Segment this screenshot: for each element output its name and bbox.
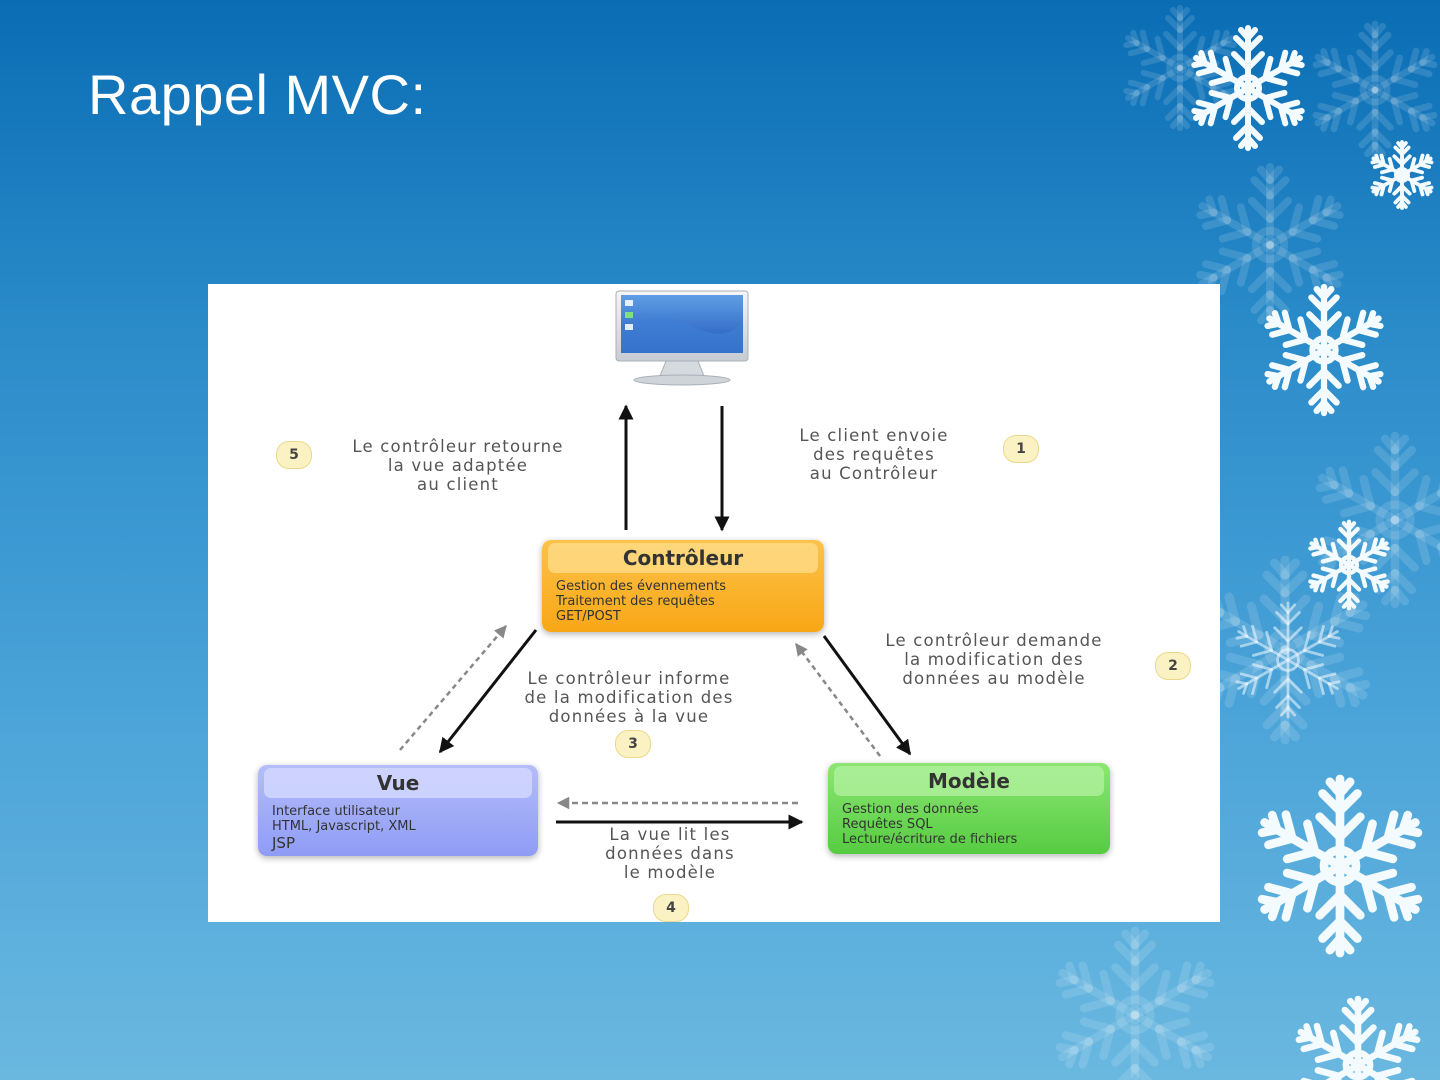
step-4-badge: 4 — [653, 894, 689, 922]
controleur-details: Gestion des évennements Traitement des r… — [556, 579, 726, 624]
arrow-vue-to-controleur-dashed — [399, 625, 507, 751]
diagram-arrows — [399, 404, 912, 830]
vue-box: Vue Interface utilisateur HTML, Javascri… — [258, 765, 538, 856]
step-2-label: Le contrôleur demande la modification de… — [885, 631, 1103, 688]
arrow-controleur-to-modele — [822, 635, 912, 756]
vue-title: Vue — [264, 768, 532, 798]
computer-monitor-icon — [615, 290, 749, 386]
controleur-title: Contrôleur — [548, 543, 818, 573]
step-3-badge: 3 — [615, 730, 651, 758]
slide-title: Rappel MVC: — [88, 63, 427, 126]
step-5-label: Le contrôleur retourne la vue adaptée au… — [352, 437, 564, 494]
step-1-badge: 1 — [1003, 435, 1039, 463]
step-3-label: Le contrôleur informe de la modification… — [524, 669, 734, 726]
arrow-controleur-to-vue — [438, 629, 538, 754]
controleur-box: Contrôleur Gestion des évennements Trait… — [542, 540, 824, 632]
modele-box: Modèle Gestion des données Requêtes SQL … — [828, 763, 1110, 854]
modele-details: Gestion des données Requêtes SQL Lecture… — [842, 802, 1018, 847]
step-1-label: Le client envoie des requêtes au Contrôl… — [799, 426, 949, 483]
vue-details: Interface utilisateur HTML, Javascript, … — [272, 804, 416, 852]
mvc-diagram: Le client envoie des requêtes au Contrôl… — [208, 284, 1220, 922]
modele-title: Modèle — [834, 766, 1104, 796]
step-5-badge: 5 — [276, 441, 312, 469]
step-2-badge: 2 — [1155, 652, 1191, 680]
step-4-label: La vue lit les données dans le modèle — [605, 825, 735, 882]
